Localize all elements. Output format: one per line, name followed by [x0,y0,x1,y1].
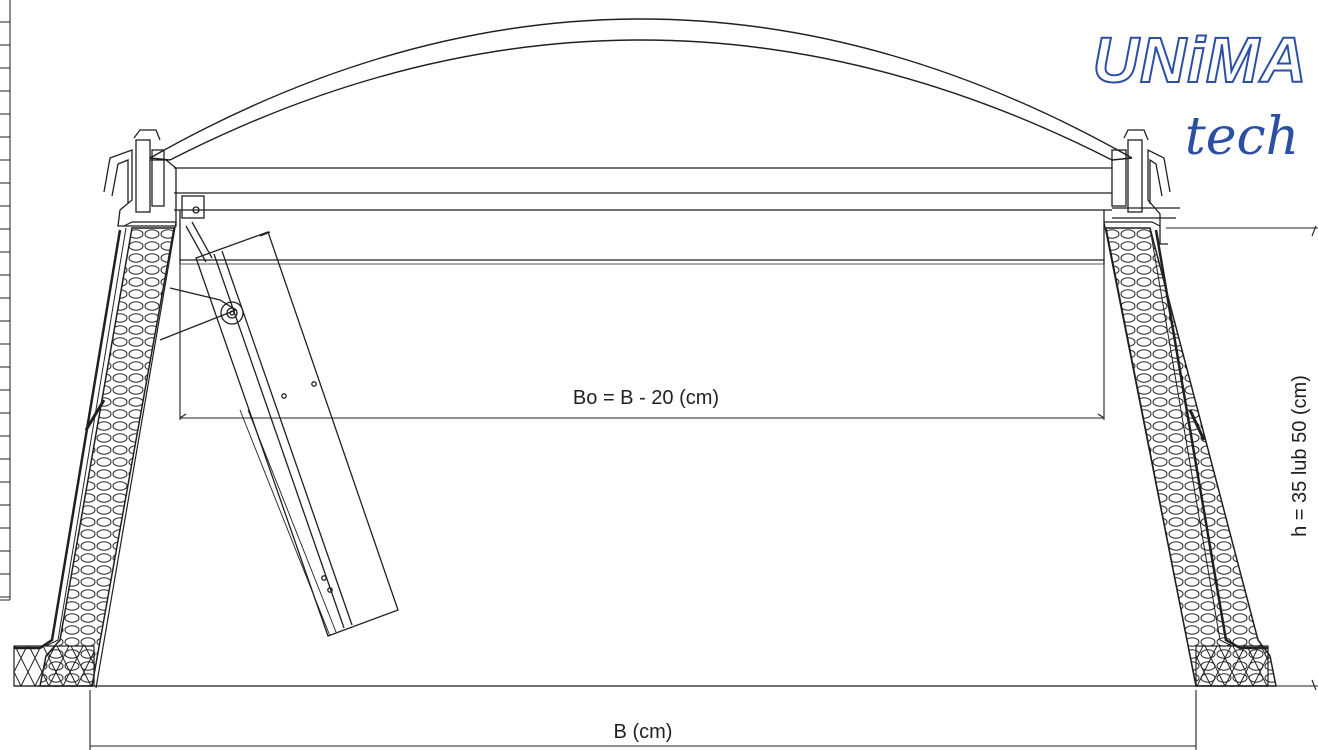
dome [149,18,1133,161]
right-curb [1103,221,1277,687]
roof-insulation [13,645,1269,687]
actuator [159,221,399,637]
outer-width-label: B (cm) [614,721,673,743]
outer-width-dimension [89,690,1197,750]
logo-line-1: UNiMA [1093,24,1308,96]
left-curb [14,221,177,689]
brand-logo: UNiMA tech [1092,23,1308,167]
height-dimension [1166,225,1318,691]
frame-profiles [103,129,1180,265]
height-label: h = 35 lub 50 (cm) [1289,375,1311,537]
left-edge-table [0,0,11,601]
logo-line-2: tech [1185,107,1299,167]
inner-width-dimension [179,264,1105,420]
inner-width-label: Bo = B - 20 (cm) [573,387,719,409]
